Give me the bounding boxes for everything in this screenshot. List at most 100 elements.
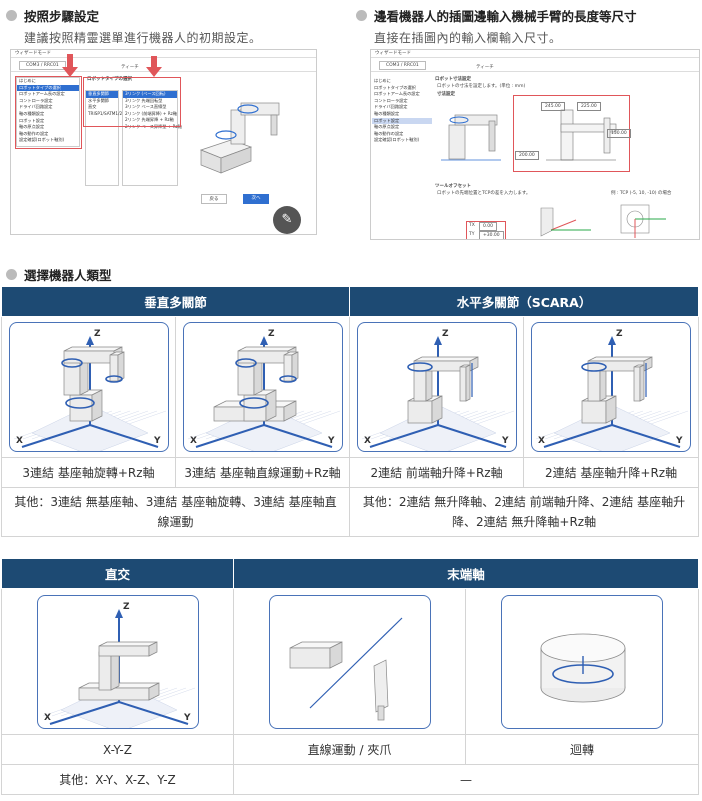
menu-item[interactable]: ロボットタイプの選択 [374, 84, 416, 90]
option-item[interactable]: 3リンク 先端回転型 [125, 97, 163, 103]
section3-title: 選擇機器人類型 [24, 268, 112, 283]
scara-side-view [441, 114, 501, 161]
caption-cartesian: X-Y-Z [1, 734, 234, 765]
scara-arm [587, 356, 653, 362]
dim-field-3[interactable]: 150.00 [607, 129, 631, 138]
caption-rotary: 迴轉 [464, 734, 700, 765]
wizard-toolbar: COM3 / RRC01 ティーチ [11, 58, 316, 72]
menu-item[interactable]: はじめに [374, 78, 391, 83]
menu-item[interactable]: 設定確認(ロボット軸別) [19, 137, 65, 143]
menu-item[interactable]: 軸の種類設定 [374, 110, 400, 116]
step1-subtitle: 建議按照精靈選單進行機器人的初期設定。 [24, 31, 262, 45]
connection-label[interactable]: COM3 / RRC01 [19, 61, 66, 70]
z-axis-label: Z [268, 329, 275, 339]
step1-heading: 按照步驟設定 建議按照精靈選單進行機器人的初期設定。 [6, 6, 262, 46]
tool-offset-diagram [540, 204, 666, 238]
x-axis-line [49, 700, 119, 725]
menu-item-selected[interactable]: ロボット設定 [372, 117, 432, 125]
gripper-finger [373, 658, 388, 713]
type-item[interactable]: 直交 [88, 104, 97, 110]
z-axis-arrow [259, 336, 268, 345]
caption-scara-front: 2連結 前端軸升降+Rz軸 [349, 457, 525, 488]
header-scara: 水平多關節（SCARA） [349, 286, 700, 317]
caption-gripper: 直線運動 / 夾爪 [233, 734, 466, 765]
menu-item[interactable]: 軸の原点設定 [19, 124, 45, 130]
y-axis-label: Y [183, 713, 191, 723]
offset-desc: ロボットの先端位置とTCPの差を入力します。 [437, 191, 531, 196]
menu-item[interactable]: はじめに [19, 78, 36, 83]
robot-option-list: 3リンク (ベース回転) 3リンク 先端回転型 3リンク ベース直線型 2リンク… [122, 90, 182, 186]
rotation-icon [278, 375, 297, 383]
z-axis-arrow [114, 608, 123, 618]
option-item-selected[interactable]: 3リンク (ベース回転) [123, 91, 177, 98]
z-axis-arrow [433, 336, 442, 345]
section3-heading: 選擇機器人類型 [6, 265, 112, 284]
header-vertical: 垂直多關節 [0, 286, 351, 317]
menu-item-selected[interactable]: ロボットタイプの選択 [17, 84, 79, 92]
type-item-selected[interactable]: 垂直多関節 [86, 91, 118, 98]
dim-field-2[interactable]: 225.00 [577, 102, 601, 111]
menu-item[interactable]: コントローラ設定 [374, 97, 408, 103]
x-axis-label: X [364, 436, 371, 446]
tx-input[interactable]: 0.00 [479, 222, 498, 231]
z-axis-label: Z [442, 329, 449, 339]
menu-item[interactable]: コントローラ設定 [19, 97, 53, 103]
mode-label[interactable]: ティーチ [121, 65, 139, 70]
panel-desc: ロボットの寸法を設定します。(単位 : mm) [437, 84, 526, 89]
ty-input[interactable]: +30.00 [479, 231, 504, 239]
menu-item[interactable]: ロボット設定 [19, 117, 45, 123]
option-item[interactable]: 3リンク ベース直線型 [125, 104, 167, 110]
menu-item[interactable]: 設定確認(ロボット軸別) [374, 137, 420, 143]
y-axis-line [118, 700, 188, 725]
section-dims: 寸法設定 [437, 92, 455, 97]
menu-item[interactable]: ロボットアーム長の設定 [19, 91, 65, 97]
connection-label[interactable]: COM3 / RRC01 [379, 61, 426, 70]
offset-note: 例 : TCP (-5, 10, -10) の場合 [611, 191, 672, 196]
next-button[interactable]: 次へ [243, 194, 269, 204]
menu-item[interactable]: 軸の原点設定 [374, 124, 400, 130]
offset-frame [466, 221, 506, 239]
type-item[interactable]: 水平多関節 [88, 97, 109, 103]
menu-item[interactable]: 軸の種類設定 [19, 110, 45, 116]
menu-item[interactable]: ドライバ回路設定 [374, 104, 408, 110]
x-axis-line [543, 424, 613, 448]
x-axis-line [195, 424, 264, 448]
step1-title: 按照步驟設定 [24, 9, 100, 24]
dim-field-4[interactable]: 200.00 [515, 151, 539, 160]
robot-card-gripper[interactable] [268, 594, 431, 729]
bullet-icon [6, 10, 17, 21]
robot-upper-arm [63, 346, 122, 352]
robot-illustration [199, 102, 280, 174]
other-vertical: 其他：3連結 無基座軸、3連結 基座軸旋轉、3連結 基座軸直線運動 [0, 487, 351, 537]
header-cartesian: 直交 [1, 558, 234, 589]
back-button[interactable]: 戻る [201, 194, 227, 204]
panel-title: ロボット寸法設定 [435, 77, 471, 82]
robot-type-list: 垂直多関節 水平多関節 直交 TRISP1/SATM1/2T [85, 90, 125, 186]
x-axis-label: X [44, 713, 51, 723]
magic-wand-icon[interactable]: ✎ [273, 206, 301, 234]
rotation-icon [234, 358, 257, 368]
wizard-screenshot-2: ウィザードモード COM3 / RRC01 ティーチ はじめに ロボットタイプの… [370, 49, 700, 240]
step2-subtitle: 直接在插圖內的輸入欄輸入尺寸。 [374, 31, 562, 45]
other-scara: 其他：2連結 無升降軸、2連結 前端軸升降、2連結 基座軸升降、2連結 無升降軸… [349, 487, 700, 537]
menu-item[interactable]: ロボットアーム長の設定 [374, 91, 420, 97]
robot-card-rotary[interactable] [501, 594, 663, 729]
dim-field-1[interactable]: 245.00 [541, 102, 565, 111]
type-item[interactable]: TRISP1/SATM1/2T [88, 110, 125, 116]
header-end-axis: 末端軸 [232, 558, 700, 589]
menu-item[interactable]: 軸の動作の設定 [19, 130, 49, 136]
z-axis-label: Z [94, 329, 101, 339]
option-item[interactable]: 2リンク (前端昇降) + Rz軸 [125, 110, 178, 116]
wizard-screenshot-1: ウィザードモード COM3 / RRC01 ティーチ はじめに ロボットタイプの… [10, 49, 317, 235]
menu-item[interactable]: 軸の動作の設定 [374, 130, 404, 136]
y-axis-label: Y [153, 436, 161, 446]
menu-item[interactable]: ドライバ回路設定 [19, 104, 53, 110]
option-item[interactable]: 2リンク 先端昇降 + Rz軸 [125, 117, 174, 123]
mode-label[interactable]: ティーチ [476, 65, 494, 70]
